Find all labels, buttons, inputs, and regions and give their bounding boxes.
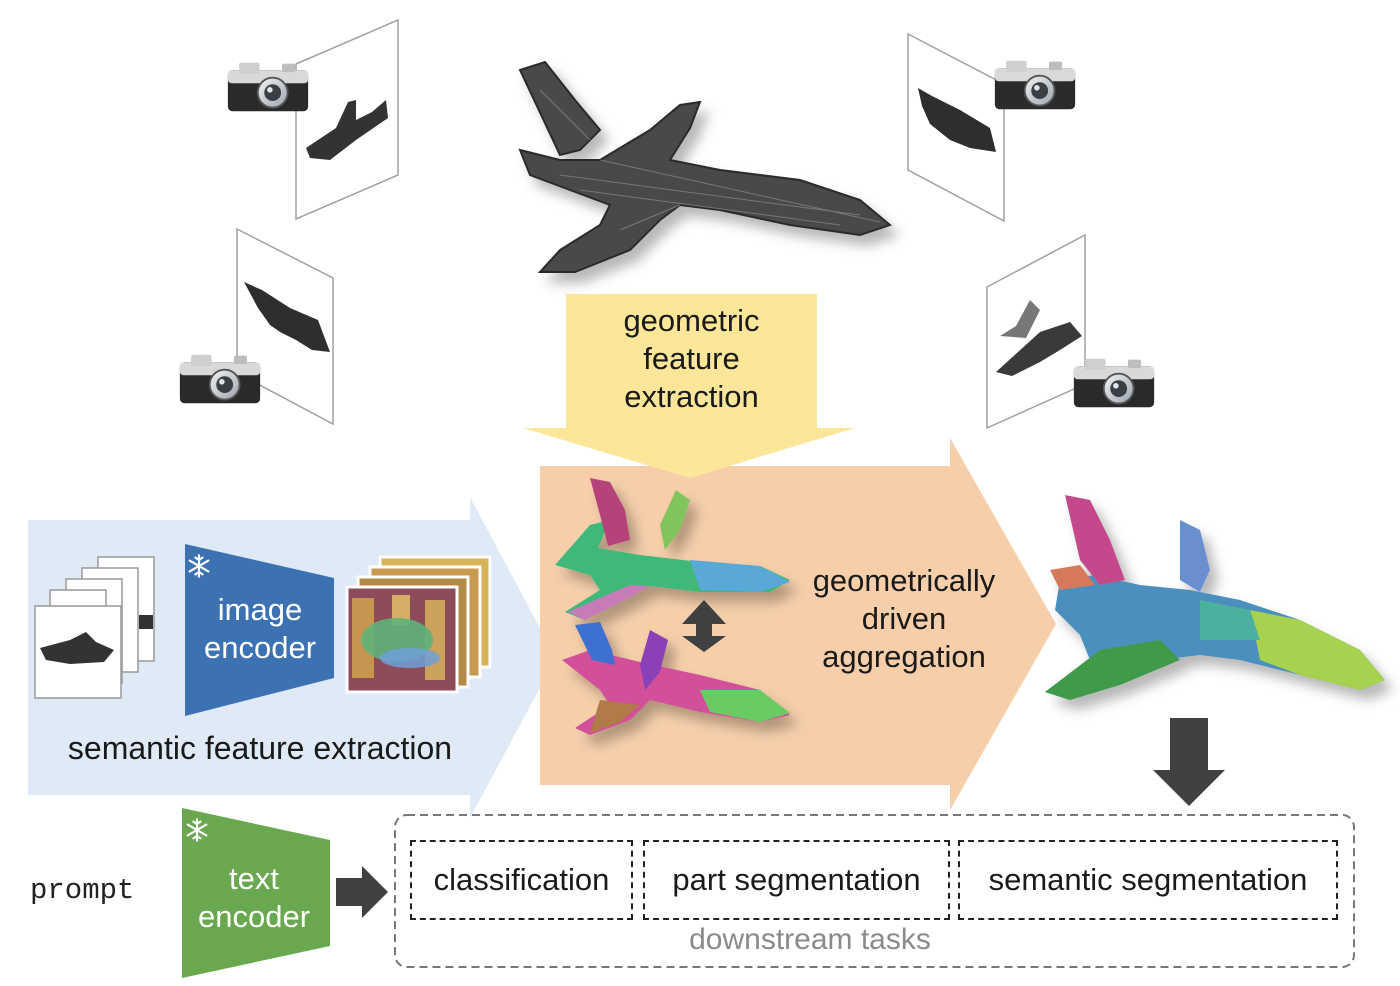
downstream-label: downstream tasks [689, 923, 931, 956]
feature-maps [345, 555, 492, 694]
airplane-colored-top [555, 478, 790, 620]
geometric-line-1: geometric [623, 303, 760, 338]
airplane-point-cloud [518, 60, 893, 273]
text-encoder-label: text encoder [184, 860, 324, 936]
down-arrow-icon [1153, 718, 1225, 806]
view-plane-top-right [907, 32, 1005, 223]
image-encoder-line-2: encoder [203, 629, 317, 665]
camera-icon [1072, 357, 1156, 409]
geometric-line-3: extraction [624, 378, 759, 414]
semantic-extraction-label: semantic feature extraction [67, 730, 453, 766]
double-arrow-icon [682, 600, 726, 652]
aggregation-line-1: geometrically [812, 563, 996, 598]
text-encoder-line-2: encoder [197, 898, 311, 934]
view-plane-bottom-left [236, 227, 334, 426]
right-arrow-icon [336, 866, 388, 918]
geometric-line-2: feature [643, 340, 740, 376]
aggregation-label: geometrically driven aggregation [790, 562, 1018, 675]
prompt-label: prompt [30, 874, 135, 907]
airplane-colored-middle [562, 622, 790, 735]
image-encoder-label: image encoder [190, 591, 330, 667]
input-images [34, 556, 155, 699]
text-encoder-block [182, 808, 330, 978]
geometric-extraction-label: geometric feature extraction [566, 302, 817, 415]
image-encoder-line-1: image [217, 592, 303, 627]
view-plane-bottom-right [986, 233, 1086, 430]
task-semantic-segmentation: semantic segmentation [958, 840, 1338, 920]
view-plane-top-left [295, 18, 399, 221]
geometric-extraction-arrow [523, 294, 855, 478]
airplane-colored-output [1045, 495, 1385, 700]
aggregation-line-3: aggregation [822, 638, 986, 674]
task-part-segmentation: part segmentation [643, 840, 950, 920]
downstream-container [394, 814, 1355, 968]
text-encoder-line-1: text [229, 861, 279, 896]
image-encoder-block [185, 544, 334, 716]
task-classification: classification [410, 840, 633, 920]
camera-icon [993, 59, 1077, 111]
aggregation-line-2: driven [861, 600, 947, 636]
